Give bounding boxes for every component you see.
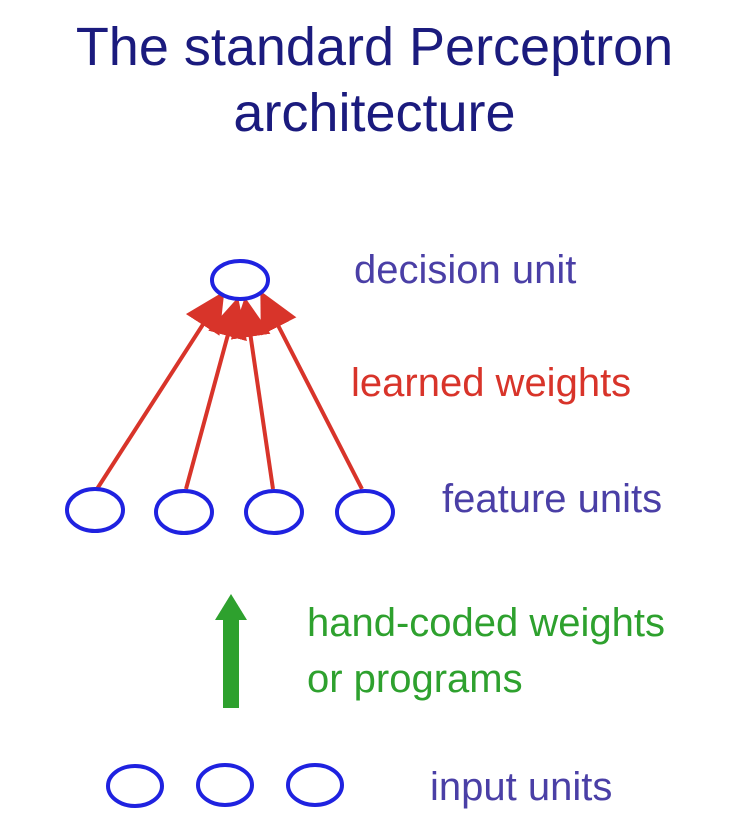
- or-programs-label: or programs: [307, 657, 523, 701]
- learned-weights-label: learned weights: [351, 361, 631, 405]
- input-units-label: input units: [430, 765, 612, 809]
- feature-units: [65, 487, 395, 535]
- input-unit-1: [106, 764, 164, 808]
- title-line-2: architecture: [233, 83, 516, 143]
- learned-weight-arrows: [95, 290, 364, 491]
- title-line-1: The standard Perceptron: [75, 17, 674, 77]
- hand-coded-arrow: [215, 594, 247, 708]
- feature-unit-4: [335, 489, 395, 535]
- feature-units-label: feature units: [442, 477, 662, 521]
- decision-unit-label: decision unit: [354, 248, 576, 292]
- learned-weight-arrow-2: [184, 297, 247, 490]
- input-unit-3: [286, 763, 344, 807]
- learned-weight-arrow-1: [95, 291, 225, 491]
- hand-coded-arrow-shaft: [223, 618, 239, 708]
- hand-coded-arrow-head: [215, 594, 247, 620]
- learned-weight-arrow-3: [230, 297, 275, 490]
- input-unit-2: [196, 763, 254, 807]
- feature-unit-3: [244, 489, 304, 535]
- diagram-title: The standard Perceptron architecture: [0, 14, 749, 146]
- decision-unit: [210, 259, 270, 301]
- feature-unit-1: [65, 487, 125, 533]
- input-units: [106, 763, 344, 808]
- learned-weight-arrow-4: [260, 290, 364, 490]
- feature-unit-2: [154, 489, 214, 535]
- hand-coded-weights-label: hand-coded weights: [307, 601, 665, 645]
